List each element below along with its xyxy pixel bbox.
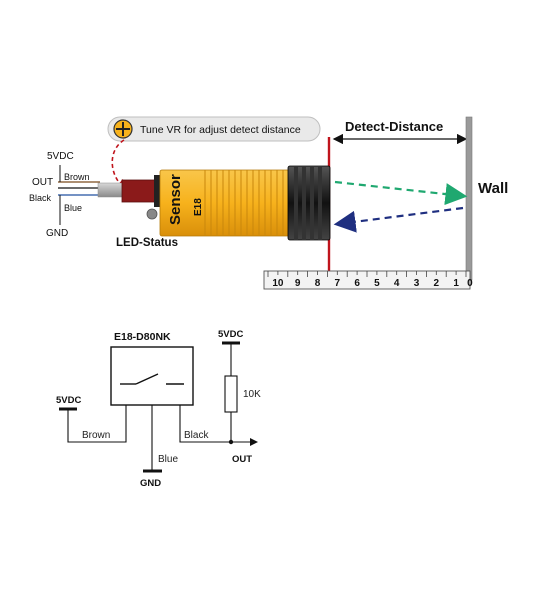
schematic-left-5vdc-label: 5VDC	[56, 395, 81, 406]
ruler-tick-label: 3	[414, 278, 420, 289]
schematic-black-label: Black	[184, 430, 209, 441]
ruler-tick-label: 0	[467, 278, 473, 289]
sensor-wires	[58, 165, 100, 225]
ruler-tick-label: 7	[335, 278, 341, 289]
sensor-tip	[287, 165, 331, 241]
resistor-value-label: 10K	[243, 389, 261, 400]
sensor-body	[159, 169, 291, 237]
reflected-beam	[333, 206, 464, 233]
schematic-out-label: OUT	[232, 454, 252, 465]
sensor-model-label: E18	[193, 198, 204, 216]
pullup-resistor	[224, 375, 238, 413]
led-status-label: LED-Status	[116, 237, 178, 249]
tune-vr-callout-box	[107, 116, 321, 142]
schematic-gnd-label: GND	[140, 478, 161, 489]
wire-brown-label: Brown	[64, 172, 90, 182]
switch-symbol	[120, 373, 184, 385]
ruler-minor-ticks	[267, 271, 467, 277]
wire-gnd-label: GND	[46, 228, 68, 239]
ruler-tick-label: 10	[272, 278, 284, 289]
ruler-tick-label: 8	[315, 278, 321, 289]
wall	[465, 116, 473, 281]
schematic-blue-label: Blue	[158, 454, 178, 465]
sensor-rear-cap	[121, 179, 159, 203]
ruler-tick-label: 5	[374, 278, 380, 289]
wire-black-label: Black	[29, 193, 52, 203]
schematic-model-label: E18-D80NK	[114, 331, 171, 343]
ruler-tick-label: 1	[453, 278, 459, 289]
ruler-tick-label: 9	[295, 278, 301, 289]
black-wire	[179, 405, 250, 443]
sensor-rear-nut	[154, 175, 160, 207]
tune-vr-callout: Tune VR for adjust detect distance	[107, 116, 321, 142]
ruler-tick-label: 4	[394, 278, 400, 289]
schematic-brown-label: Brown	[82, 430, 110, 441]
tune-vr-label: Tune VR for adjust detect distance	[140, 124, 301, 136]
junction-dot	[228, 439, 234, 445]
schematic-pullup-5vdc-label: 5VDC	[218, 329, 243, 340]
wire-out-label: OUT	[32, 177, 53, 188]
wire-blue-label: Blue	[64, 203, 82, 213]
ruler-tick-label: 2	[434, 278, 440, 289]
sensor-body-label: Sensor	[167, 174, 184, 225]
emitted-beam	[334, 180, 468, 206]
detect-distance-label: Detect-Distance	[345, 119, 443, 134]
led-indicator	[146, 208, 158, 220]
output-arrow	[250, 438, 258, 446]
ruler-tick-label: 6	[354, 278, 360, 289]
wall-label: Wall	[478, 180, 508, 197]
brown-wire	[67, 405, 127, 443]
wire-5vdc-label: 5VDC	[47, 151, 74, 162]
potentiometer-icon	[113, 119, 133, 139]
